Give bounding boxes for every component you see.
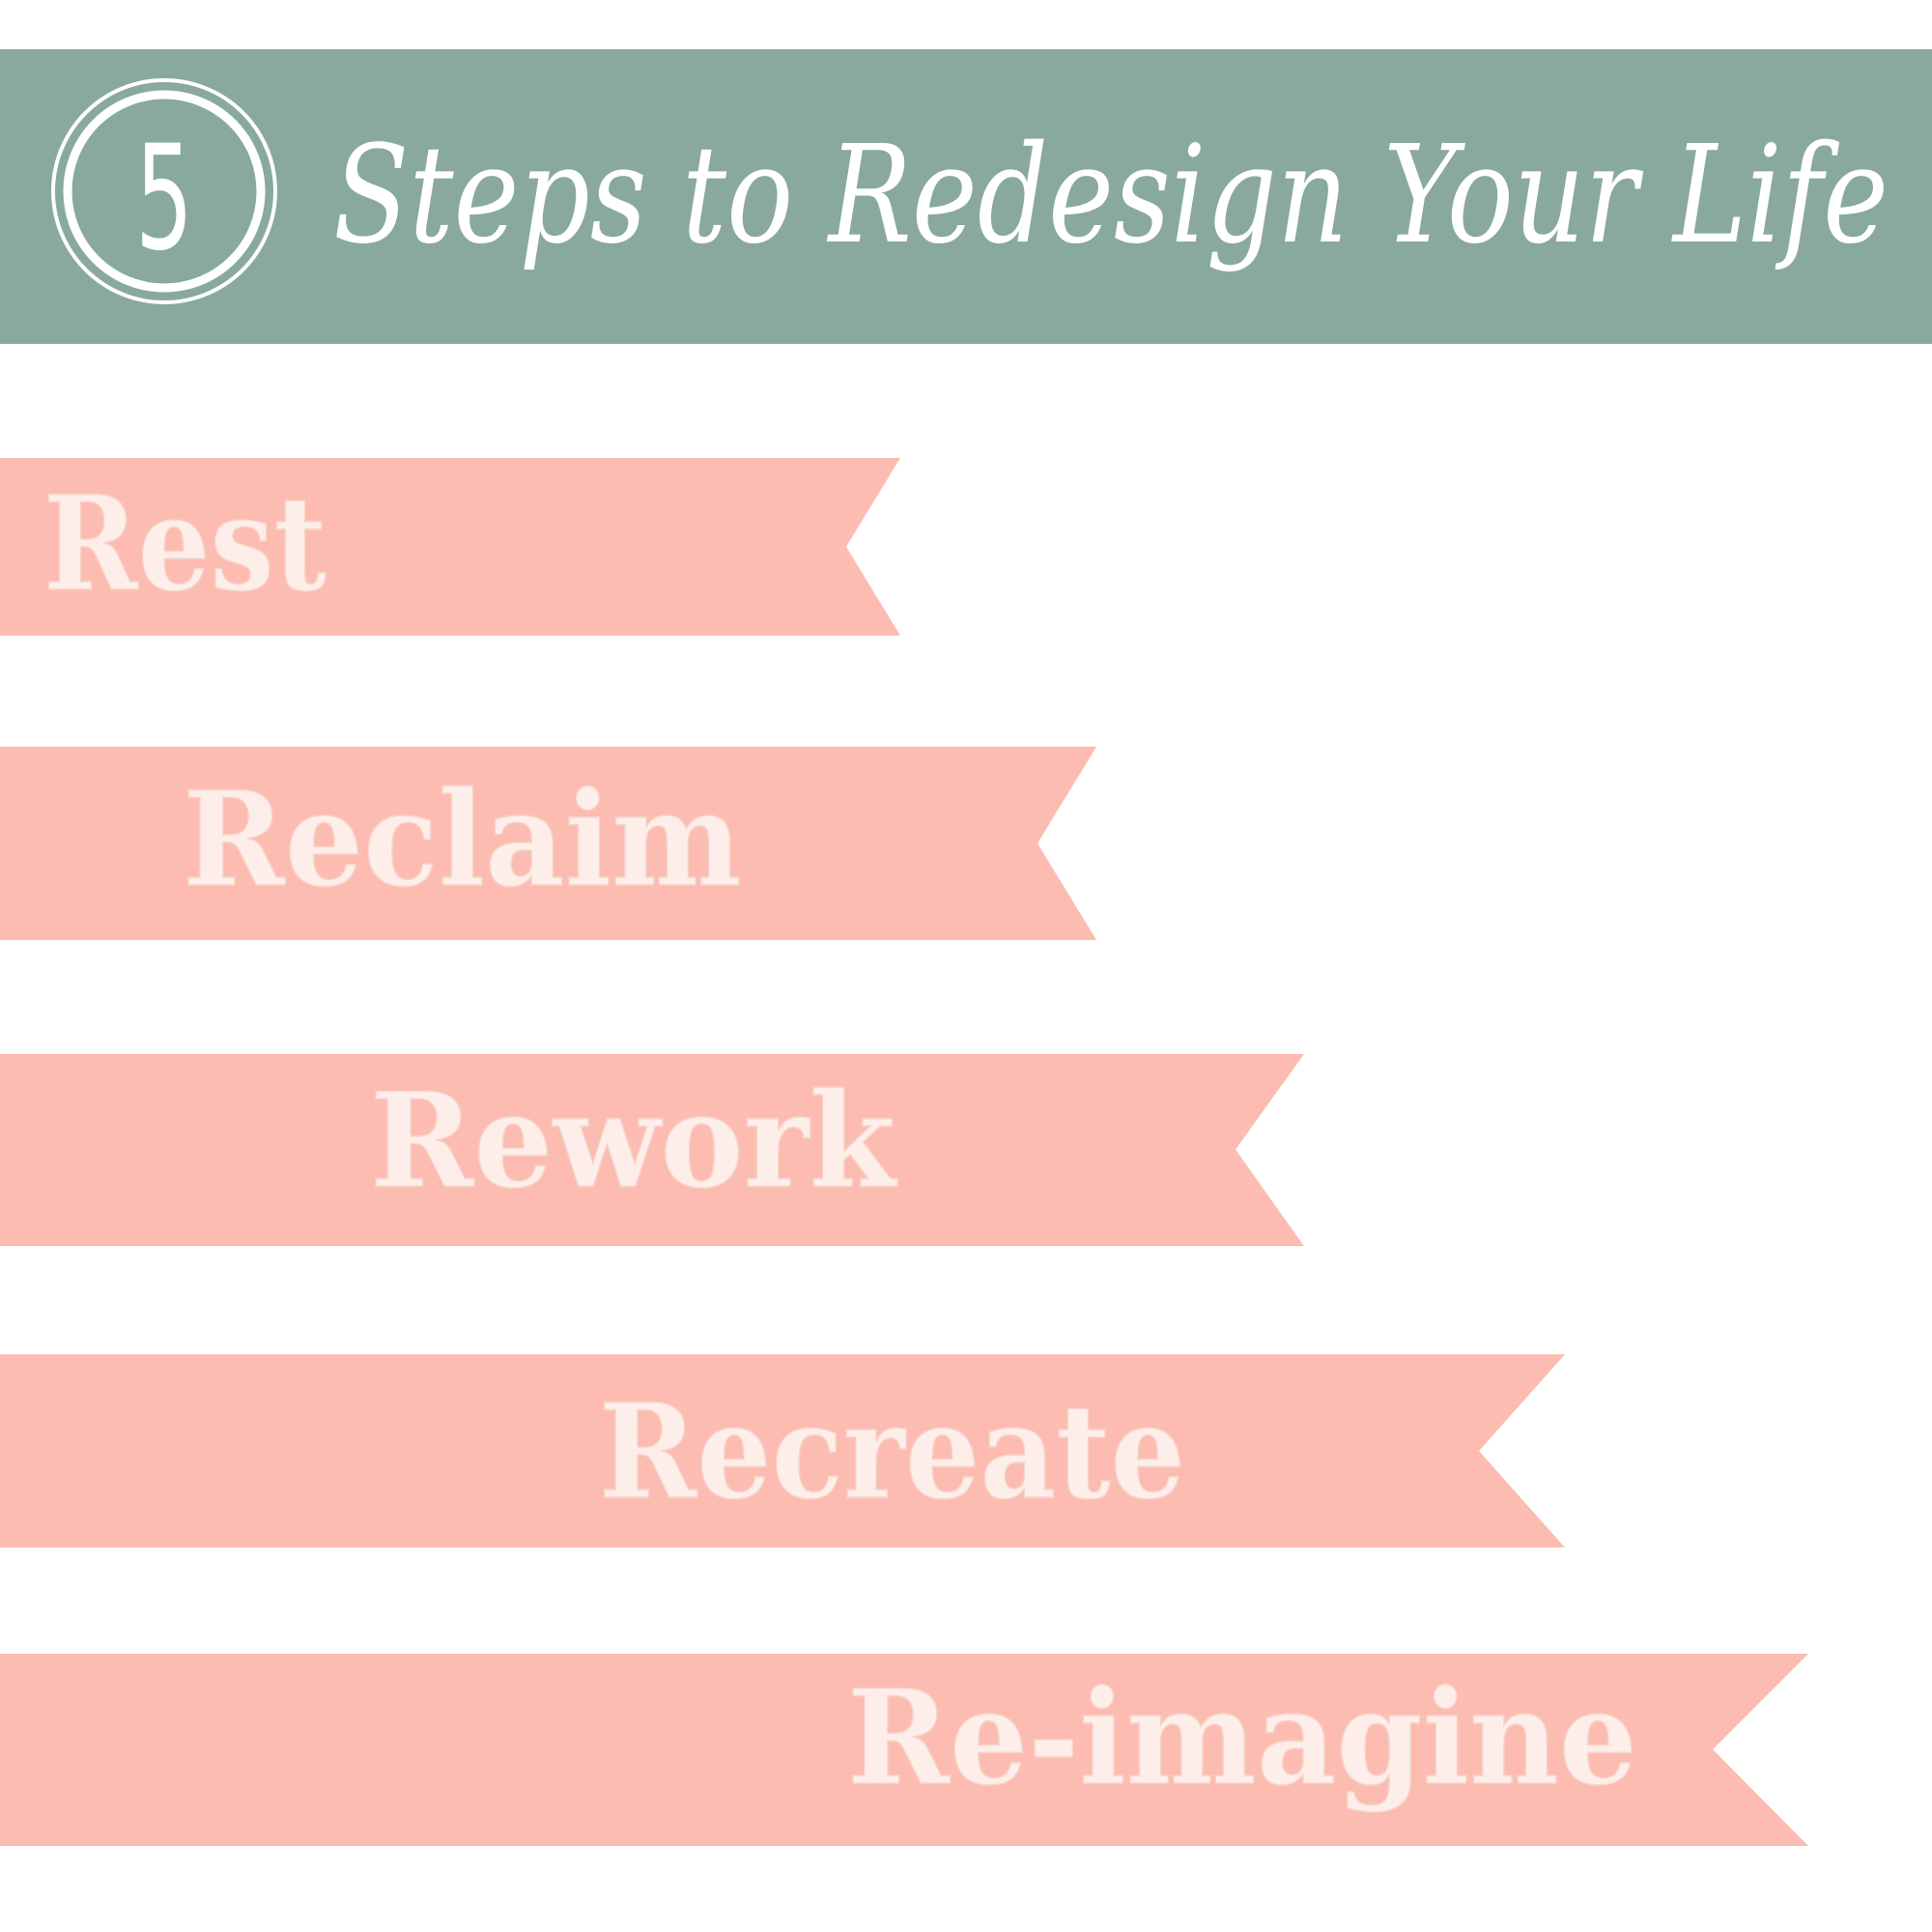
step-label: Rework — [370, 1064, 897, 1217]
step-banner-2: Reclaim — [0, 747, 1096, 940]
step-label: Rest — [43, 467, 327, 620]
banner-shape — [0, 1654, 1808, 1846]
step-count: 5 — [135, 115, 193, 283]
header-band: 5 Steps to Redesign Your Life — [0, 49, 1932, 344]
page-title: Steps to Redesign Your Life — [333, 117, 1889, 274]
number-badge-icon: 5 — [51, 78, 277, 304]
step-label: Recreate — [599, 1375, 1185, 1528]
step-banner-1: Rest — [0, 458, 900, 636]
banner-shape — [0, 1054, 1304, 1246]
step-label: Reclaim — [183, 762, 742, 916]
step-banner-5: Re-imagine — [0, 1654, 1808, 1846]
step-banner-4: Recreate — [0, 1354, 1565, 1548]
banner-shape — [0, 458, 900, 636]
header-background — [0, 49, 1932, 344]
banner-shape — [0, 747, 1096, 940]
step-banner-3: Rework — [0, 1054, 1304, 1246]
banner-shape — [0, 1354, 1565, 1548]
step-label: Re-imagine — [847, 1661, 1637, 1814]
